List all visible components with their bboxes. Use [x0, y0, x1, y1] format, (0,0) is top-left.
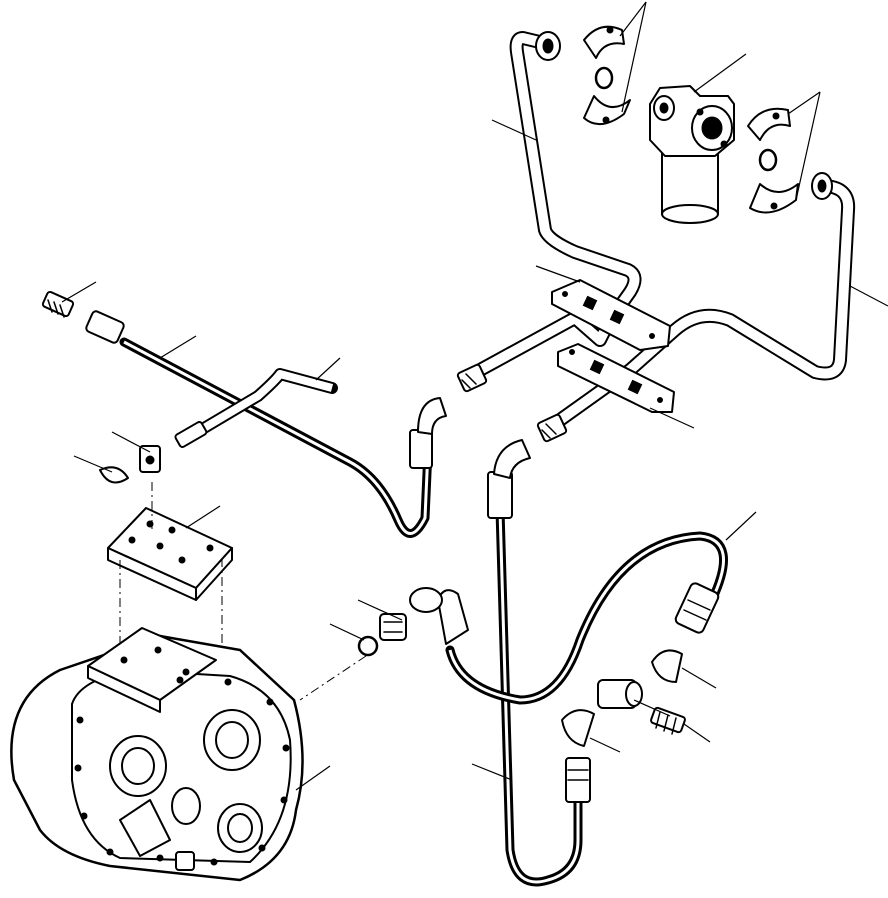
right-hose — [409, 531, 729, 705]
straight-adapter — [456, 363, 488, 393]
adapter-fittings — [99, 363, 686, 747]
drain-plug — [175, 851, 195, 871]
breather-tube — [174, 368, 338, 448]
housing-port — [217, 803, 263, 853]
hose-end-fitting — [565, 757, 591, 803]
housing-port — [203, 709, 261, 771]
hose-end-elbow — [409, 397, 447, 469]
transmission-housing — [10, 627, 304, 882]
filter-clamp-lower — [747, 107, 799, 214]
filter-clamp-upper — [583, 25, 631, 125]
alignment-lines — [119, 482, 367, 701]
center-hose — [487, 439, 591, 887]
o-ring-seal — [758, 148, 778, 172]
tee-fitting — [597, 679, 643, 709]
hose-end-fitting — [41, 290, 125, 344]
upper-left-tube — [473, 31, 642, 377]
housing-port — [109, 735, 167, 797]
stud-fitting — [650, 706, 686, 735]
flange-bolts — [74, 676, 290, 866]
straight-adapter — [536, 413, 568, 443]
elbow-fitting — [561, 709, 595, 747]
elbow-fitting — [651, 649, 683, 683]
right-return-tube — [553, 172, 856, 427]
hose-end-elbow — [487, 439, 531, 519]
control-valve-plate — [107, 507, 233, 601]
clip — [99, 466, 129, 484]
filter-assembly — [649, 85, 735, 224]
tube-bracket-upper — [551, 279, 671, 351]
hose-end-fitting — [674, 582, 720, 634]
leader-lines — [61, 1, 888, 791]
left-hose — [41, 290, 447, 538]
o-ring-seal — [357, 635, 379, 657]
tube-bracket-lower — [557, 343, 675, 413]
housing-port — [171, 787, 201, 825]
swivel-fitting — [139, 445, 161, 473]
o-ring-seal — [594, 66, 614, 90]
hose-end-elbow — [409, 587, 469, 645]
plug-fitting — [379, 613, 407, 641]
